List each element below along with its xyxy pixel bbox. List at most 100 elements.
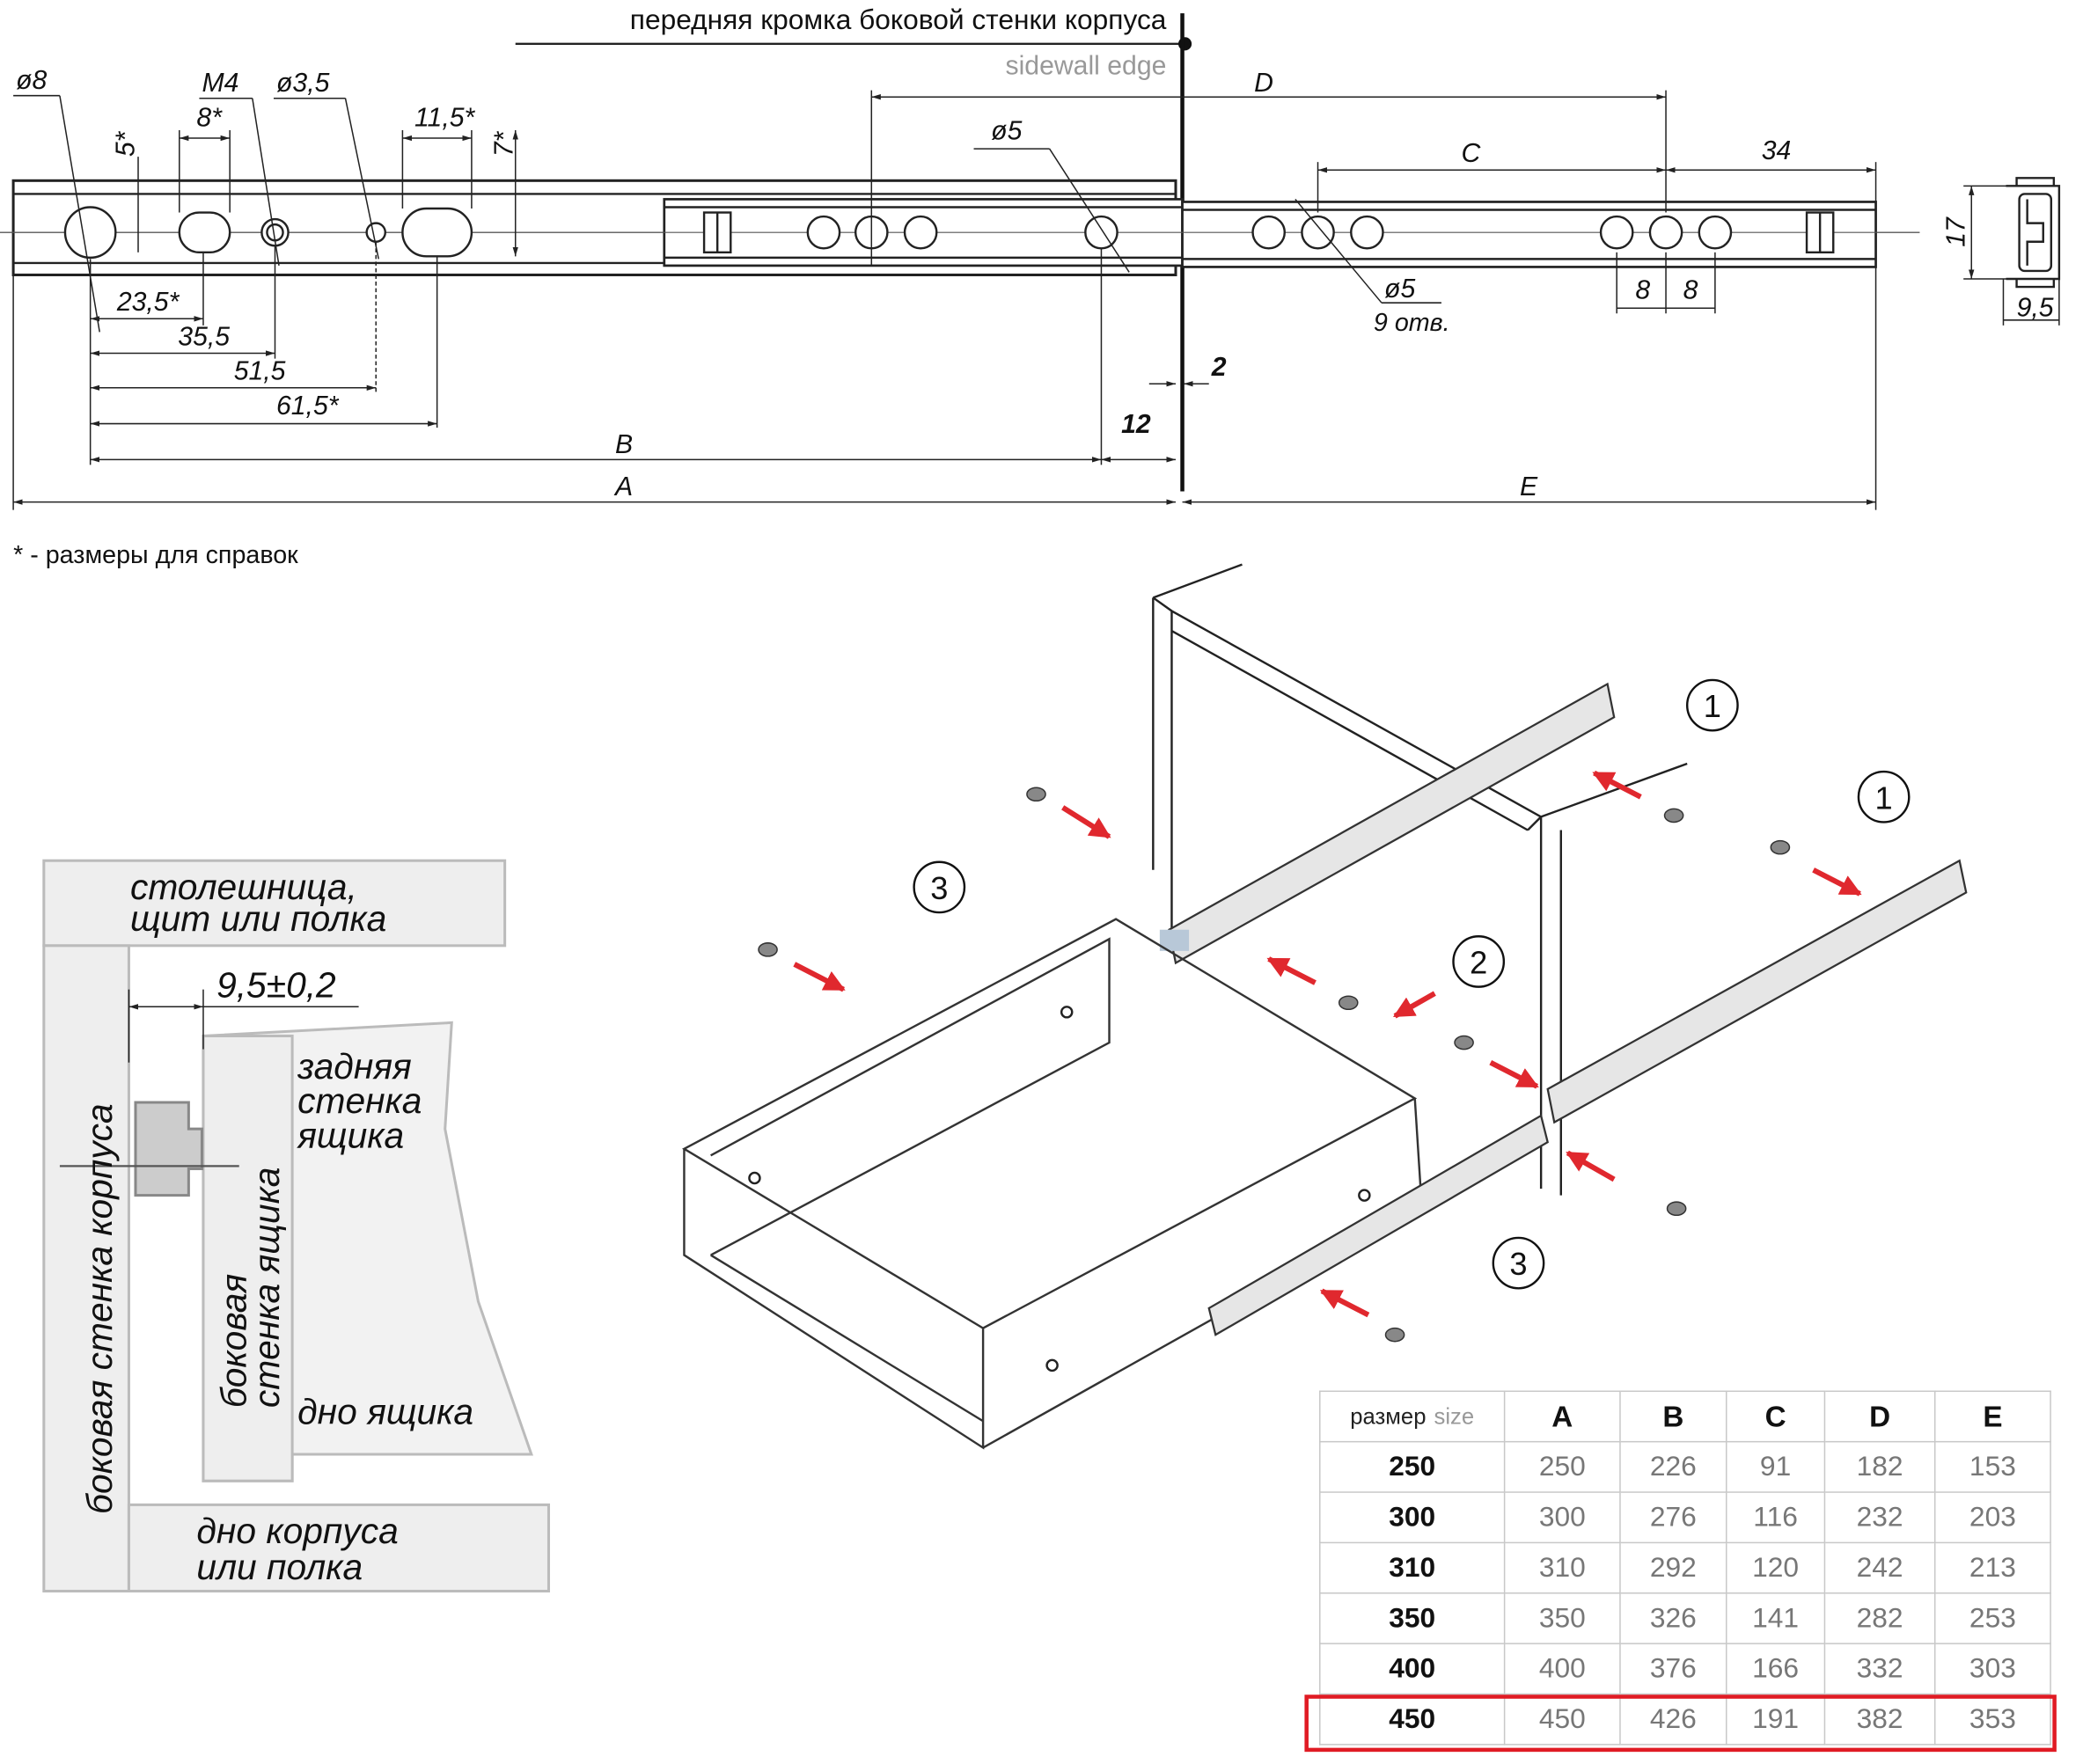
col-header-E: E xyxy=(1933,1390,2051,1443)
edge-label-en: sidewall edge xyxy=(1005,52,1166,81)
cell-D: 332 xyxy=(1823,1643,1936,1695)
countertop-label-1: столешница, xyxy=(130,867,357,907)
drawer-back-label-2: стенка xyxy=(297,1080,422,1121)
step-3-left-label: 3 xyxy=(930,870,948,906)
countertop-label-2: щит или полка xyxy=(130,898,386,939)
cell-E: 203 xyxy=(1933,1491,2051,1544)
cell-D: 182 xyxy=(1823,1440,1936,1493)
slot-large-width-label: 11,5* xyxy=(414,103,476,132)
col-header-B: B xyxy=(1619,1390,1727,1443)
dim-61-5-label: 61,5* xyxy=(276,392,340,421)
offset-12-label: 12 xyxy=(1121,410,1151,439)
cabinet-rail-top xyxy=(1168,682,1616,965)
col-header-A: A xyxy=(1503,1390,1621,1443)
drawer-back-label-1: задняя xyxy=(297,1046,412,1087)
cell-B: 292 xyxy=(1619,1541,1727,1594)
cell-D: 242 xyxy=(1823,1541,1936,1594)
cell-A: 450 xyxy=(1503,1693,1621,1746)
cell-B: 276 xyxy=(1619,1491,1727,1544)
cabinet-side-label: боковая стенка корпуса xyxy=(79,1103,120,1514)
direction-arrows xyxy=(793,770,1862,1318)
cell-B: 376 xyxy=(1619,1643,1727,1695)
cabinet-bottom-label-1: дно корпуса xyxy=(196,1511,398,1551)
pitch-8-left-label: 8 xyxy=(1635,276,1650,305)
cell-D: 382 xyxy=(1823,1693,1936,1746)
hole-d5-right-label: ø5 xyxy=(1384,274,1415,304)
highlight-box xyxy=(1304,1694,2057,1753)
dim-51-5-label: 51,5 xyxy=(234,357,286,386)
cabinet-side-panel xyxy=(42,944,130,1593)
drawer-side-label-2: стенка ящика xyxy=(246,1167,287,1409)
drawer-rail xyxy=(1181,201,1877,268)
dim-A-label: A xyxy=(613,472,633,501)
hole-count-label: 9 отв. xyxy=(1374,309,1450,337)
cell-C: 191 xyxy=(1725,1693,1826,1746)
cell-C: 141 xyxy=(1725,1592,1826,1644)
hole-d5-left-label: ø5 xyxy=(991,117,1022,146)
cell-E: 153 xyxy=(1933,1440,2051,1493)
drawer-side-label-1: боковая xyxy=(213,1274,253,1408)
cell-E: 253 xyxy=(1933,1592,2051,1644)
drawer-bottom-label: дно ящика xyxy=(297,1391,473,1431)
drawer-back-label-3: ящика xyxy=(297,1115,404,1155)
size-header: размер size xyxy=(1319,1390,1506,1443)
cell-C: 166 xyxy=(1725,1643,1826,1695)
drawer-box xyxy=(681,918,1423,1450)
dim-34-label: 34 xyxy=(1762,136,1792,165)
cell-B: 326 xyxy=(1619,1592,1727,1644)
cell-E: 303 xyxy=(1933,1643,2051,1695)
size-cell: 400 xyxy=(1319,1643,1506,1695)
gap-2-label: 2 xyxy=(1211,353,1227,382)
size-header-ru: размер xyxy=(1350,1402,1427,1429)
clearance-label: 9,5±0,2 xyxy=(216,965,336,1006)
step-2-label: 2 xyxy=(1470,945,1487,981)
slot-large-height-label: 7* xyxy=(490,130,519,157)
cell-B: 426 xyxy=(1619,1693,1727,1746)
dim-C-label: C xyxy=(1462,139,1481,168)
dim-35-5-label: 35,5 xyxy=(178,322,230,351)
size-cell: 310 xyxy=(1319,1541,1506,1594)
col-header-D: D xyxy=(1823,1390,1936,1443)
step-1-top-label: 1 xyxy=(1704,688,1721,724)
cell-A: 300 xyxy=(1503,1491,1621,1544)
size-cell: 300 xyxy=(1319,1491,1506,1544)
cell-D: 232 xyxy=(1823,1491,1936,1544)
footnote: * - размеры для справок xyxy=(13,541,298,569)
dim-D-label: D xyxy=(1254,69,1273,98)
edge-label-ru: передняя кромка боковой стенки корпуса xyxy=(630,4,1167,35)
cabinet-bottom-panel xyxy=(127,1503,550,1593)
countertop-panel xyxy=(42,859,507,948)
size-cell: 350 xyxy=(1319,1592,1506,1644)
dim-E-label: E xyxy=(1520,472,1538,501)
profile-width-label: 9,5 xyxy=(2017,293,2054,322)
cell-E: 213 xyxy=(1933,1541,2051,1594)
cell-A: 310 xyxy=(1503,1541,1621,1594)
dim-23-5-label: 23,5* xyxy=(116,288,180,317)
pitch-8-right-label: 8 xyxy=(1683,276,1698,305)
hole-d8-label: ø8 xyxy=(16,66,47,95)
profile-height-label: 17 xyxy=(1942,216,1971,247)
drawer-side-panel xyxy=(202,1034,294,1482)
rail-dimension-drawing: передняя кромка боковой стенки корпуса s… xyxy=(0,4,2061,569)
size-header-en: size xyxy=(1434,1402,1475,1429)
dim-B-label: B xyxy=(615,430,633,459)
cell-A: 350 xyxy=(1503,1592,1621,1644)
cabinet-rail-right xyxy=(1546,859,1968,1124)
installation-section-detail: 9,5±0,2 столешница, щит или полка бокова… xyxy=(42,859,550,1593)
cell-A: 250 xyxy=(1503,1440,1621,1493)
cell-C: 116 xyxy=(1725,1491,1826,1544)
cell-C: 120 xyxy=(1725,1541,1826,1594)
slide-profile-icon xyxy=(59,1101,239,1197)
cell-B: 226 xyxy=(1619,1440,1727,1493)
hole-d3-5-label: ø3,5 xyxy=(276,69,330,98)
